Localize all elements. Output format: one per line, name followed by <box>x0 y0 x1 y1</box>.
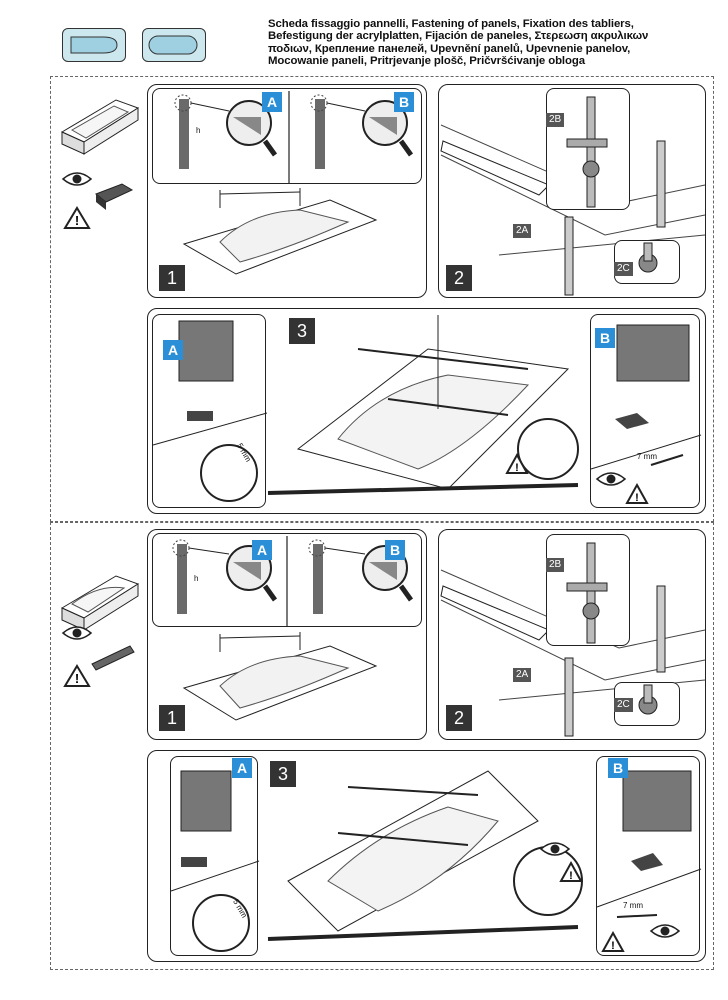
oval-bathtub-thumbnail-icon <box>142 28 206 62</box>
bathtub-side-view <box>58 94 144 234</box>
step-1-detail-box <box>152 533 422 627</box>
warning-icon: ! <box>63 206 91 230</box>
step-number: 1 <box>159 265 185 291</box>
callout-a-label: A <box>232 758 252 778</box>
eye-icon <box>61 170 93 188</box>
step-3-detail-b <box>596 756 702 956</box>
eye-icon <box>61 624 93 642</box>
detail-strip-illustration <box>90 640 136 674</box>
eye-icon <box>539 840 571 858</box>
height-label: h <box>194 574 199 583</box>
title-line: ποδιων, Крепление панелей, Upevnění pane… <box>268 42 631 55</box>
eye-icon <box>649 922 681 940</box>
bathtub-top-view <box>180 628 380 728</box>
warning-icon: ! <box>625 482 649 504</box>
svg-text:!: ! <box>75 671 79 686</box>
height-label: h <box>196 126 201 135</box>
svg-text:!: ! <box>635 492 639 504</box>
warning-icon: ! <box>601 930 625 952</box>
svg-text:!: ! <box>611 940 615 952</box>
detail-block-illustration <box>94 180 134 214</box>
step-number: 3 <box>289 318 315 344</box>
svg-text:!: ! <box>75 213 79 228</box>
callout-b-label: B <box>394 92 414 112</box>
title-line: Scheda fissaggio pannelli, Fastening of … <box>268 18 634 30</box>
step-number: 2 <box>446 265 472 291</box>
eye-icon <box>595 470 627 488</box>
label-2c: 2C <box>614 262 633 276</box>
corner-bathtub-thumbnail-icon <box>62 28 126 62</box>
callout-a-label: A <box>252 540 272 560</box>
section-1-frame <box>50 76 714 522</box>
warning-icon: ! <box>505 452 529 474</box>
step-number: 3 <box>270 761 296 787</box>
dimension-7mm: 7 mm <box>637 452 657 461</box>
label-2c: 2C <box>614 698 633 712</box>
label-2b: 2B <box>546 558 565 572</box>
step-2-detail-box <box>546 88 630 210</box>
section-2-frame <box>50 522 714 970</box>
title-line: Mocowanie paneli, Pritrjevanje plošč, Pr… <box>268 55 585 68</box>
step-number: 1 <box>159 705 185 731</box>
warning-icon: ! <box>559 860 583 882</box>
page-title: Scheda fissaggio pannelli, Fastening of … <box>268 18 718 68</box>
warning-icon: ! <box>63 664 91 688</box>
dimension-7mm: 7 mm <box>623 901 643 910</box>
label-2a: 2A <box>513 668 532 682</box>
svg-text:!: ! <box>569 870 573 882</box>
callout-b-label: B <box>385 540 405 560</box>
callout-a-label: A <box>262 92 282 112</box>
step-2-detail-box <box>546 534 630 646</box>
step-number: 2 <box>446 705 472 731</box>
bathtub-side-view <box>58 570 144 650</box>
bathtub-top-view <box>180 184 380 280</box>
callout-b-label: B <box>595 328 615 348</box>
step-1-detail-box <box>152 88 422 184</box>
step-3-detail-a <box>170 756 260 956</box>
label-2a: 2A <box>513 224 532 238</box>
title-line: Befestigung der acrylplatten, Fijación d… <box>268 30 649 43</box>
label-2b: 2B <box>546 113 565 127</box>
callout-a-label: A <box>163 340 183 360</box>
callout-b-label: B <box>608 758 628 778</box>
svg-text:!: ! <box>515 462 519 474</box>
